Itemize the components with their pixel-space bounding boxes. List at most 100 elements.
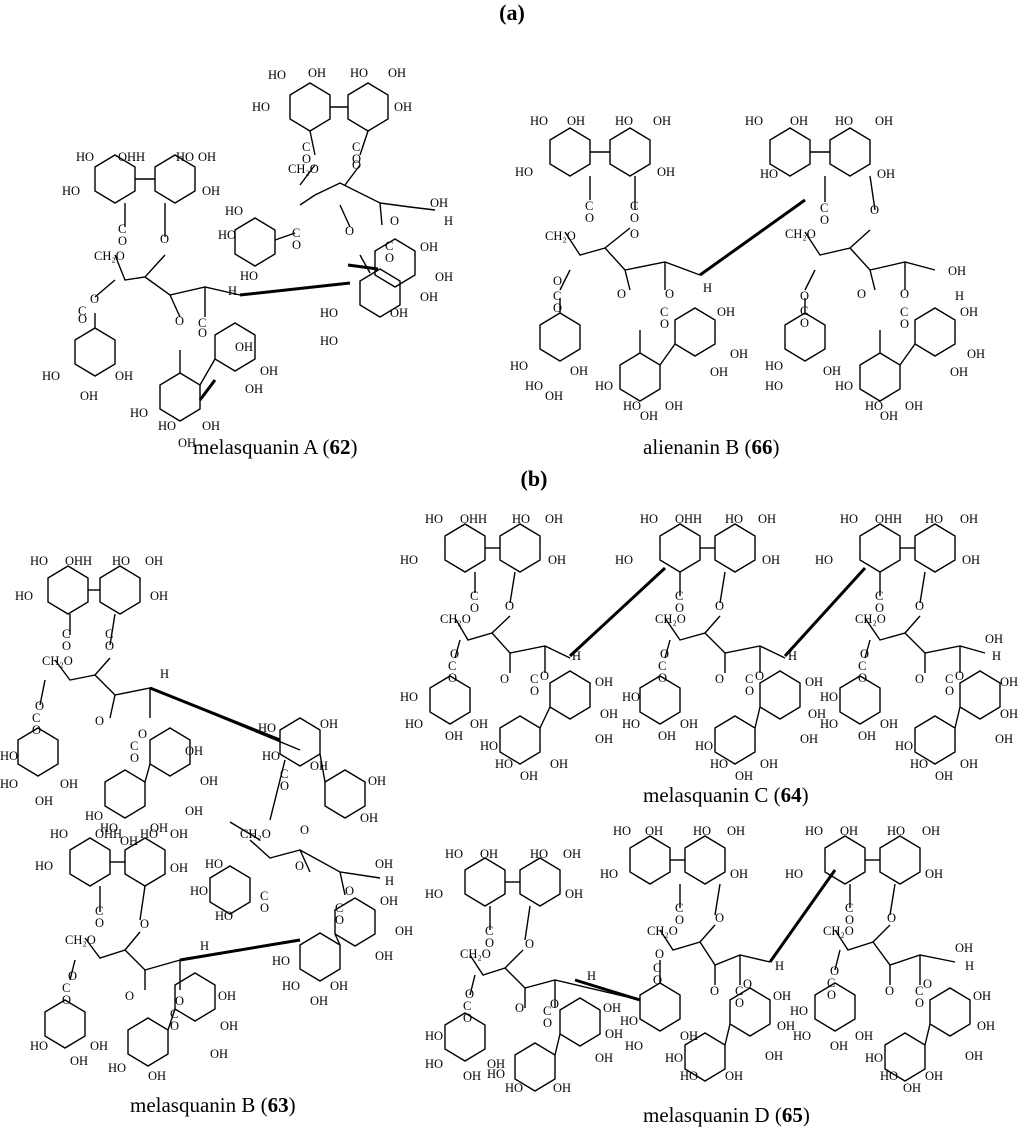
svg-text:O: O bbox=[845, 913, 854, 927]
svg-text:HO: HO bbox=[895, 739, 913, 753]
svg-text:HO: HO bbox=[176, 150, 194, 164]
svg-text:O: O bbox=[68, 969, 77, 983]
svg-text:OHH: OHH bbox=[118, 150, 145, 164]
svg-text:O: O bbox=[485, 936, 494, 950]
svg-text:O: O bbox=[300, 823, 309, 837]
svg-text:OH: OH bbox=[185, 804, 203, 818]
svg-text:OH: OH bbox=[680, 1029, 698, 1043]
svg-text:OH: OH bbox=[680, 717, 698, 731]
svg-text:C: C bbox=[745, 672, 753, 686]
svg-text:HO: HO bbox=[680, 1069, 698, 1083]
svg-text:HO: HO bbox=[793, 1029, 811, 1043]
svg-text:OH: OH bbox=[973, 989, 991, 1003]
svg-text:HO: HO bbox=[320, 306, 338, 320]
svg-text:OH: OH bbox=[565, 887, 583, 901]
svg-text:OH: OH bbox=[595, 675, 613, 689]
svg-text:O: O bbox=[755, 669, 764, 683]
svg-text:HO: HO bbox=[815, 553, 833, 567]
svg-text:HO: HO bbox=[425, 1057, 443, 1071]
svg-text:O: O bbox=[463, 1011, 472, 1025]
svg-text:O: O bbox=[335, 913, 344, 927]
svg-text:HO: HO bbox=[272, 954, 290, 968]
svg-text:H: H bbox=[228, 284, 237, 298]
svg-text:C: C bbox=[260, 889, 268, 903]
svg-text:HO: HO bbox=[765, 359, 783, 373]
svg-text:HO: HO bbox=[880, 1069, 898, 1083]
svg-text:H: H bbox=[788, 649, 797, 663]
svg-text:O: O bbox=[710, 984, 719, 998]
svg-text:C: C bbox=[658, 659, 666, 673]
svg-text:OH: OH bbox=[420, 240, 438, 254]
svg-text:O: O bbox=[525, 937, 534, 951]
svg-text:OH: OH bbox=[445, 729, 463, 743]
svg-text:OH: OH bbox=[948, 264, 966, 278]
svg-text:OH: OH bbox=[603, 1001, 621, 1015]
svg-text:C: C bbox=[292, 226, 300, 240]
svg-text:O: O bbox=[875, 601, 884, 615]
svg-text:HO: HO bbox=[205, 857, 223, 871]
svg-text:HO: HO bbox=[640, 512, 658, 526]
svg-text:OHH: OHH bbox=[460, 512, 487, 526]
svg-text:H: H bbox=[160, 667, 169, 681]
svg-text:OH: OH bbox=[375, 857, 393, 871]
svg-text:O: O bbox=[735, 996, 744, 1010]
svg-text:OH: OH bbox=[858, 729, 876, 743]
svg-text:HO: HO bbox=[910, 757, 928, 771]
svg-text:OH: OH bbox=[955, 941, 973, 955]
svg-text:O: O bbox=[292, 238, 301, 252]
svg-text:O: O bbox=[820, 213, 829, 227]
svg-text:OH: OH bbox=[210, 1047, 228, 1061]
svg-text:OH: OH bbox=[777, 1019, 795, 1033]
svg-text:HO: HO bbox=[510, 359, 528, 373]
panel-label-b: (b) bbox=[520, 466, 548, 491]
svg-text:O: O bbox=[915, 599, 924, 613]
svg-text:OH: OH bbox=[245, 382, 263, 396]
svg-text:O: O bbox=[295, 859, 304, 873]
svg-text:C: C bbox=[352, 140, 360, 154]
svg-text:C: C bbox=[630, 199, 638, 213]
svg-text:CH₂O: CH₂O bbox=[288, 162, 319, 176]
svg-text:HO: HO bbox=[865, 399, 883, 413]
panel-label-a: (a) bbox=[499, 0, 525, 25]
svg-text:O: O bbox=[857, 287, 866, 301]
svg-text:HO: HO bbox=[30, 554, 48, 568]
svg-text:OH: OH bbox=[995, 732, 1013, 746]
svg-text:HO: HO bbox=[258, 721, 276, 735]
svg-text:C: C bbox=[470, 589, 478, 603]
svg-text:O: O bbox=[660, 647, 669, 661]
svg-text:HO: HO bbox=[425, 887, 443, 901]
svg-text:OH: OH bbox=[880, 717, 898, 731]
svg-text:C: C bbox=[198, 316, 206, 330]
svg-text:O: O bbox=[675, 601, 684, 615]
svg-text:HO: HO bbox=[130, 406, 148, 420]
svg-text:H: H bbox=[572, 649, 581, 663]
svg-text:HO: HO bbox=[512, 512, 530, 526]
svg-text:HO: HO bbox=[405, 717, 423, 731]
svg-text:OH: OH bbox=[665, 399, 683, 413]
svg-text:C: C bbox=[62, 981, 70, 995]
svg-text:C: C bbox=[32, 711, 40, 725]
svg-text:C: C bbox=[78, 304, 86, 318]
svg-text:HO: HO bbox=[268, 68, 286, 82]
svg-text:OH: OH bbox=[808, 707, 826, 721]
svg-text:C: C bbox=[170, 1007, 178, 1021]
svg-text:CH₂O: CH₂O bbox=[240, 827, 271, 841]
svg-text:OHH: OHH bbox=[65, 554, 92, 568]
svg-text:O: O bbox=[630, 227, 639, 241]
svg-text:CH₂O: CH₂O bbox=[460, 947, 491, 961]
svg-text:O: O bbox=[665, 287, 674, 301]
svg-text:OH: OH bbox=[235, 340, 253, 354]
svg-text:C: C bbox=[130, 739, 138, 753]
svg-text:O: O bbox=[550, 997, 559, 1011]
svg-text:C: C bbox=[820, 201, 828, 215]
svg-text:OH: OH bbox=[605, 1027, 623, 1041]
caption-melasquanin-b: melasquanin B (63) bbox=[130, 1093, 296, 1117]
svg-text:C: C bbox=[62, 627, 70, 641]
svg-text:C: C bbox=[800, 304, 808, 318]
svg-text:O: O bbox=[385, 251, 394, 265]
svg-text:OH: OH bbox=[308, 66, 326, 80]
